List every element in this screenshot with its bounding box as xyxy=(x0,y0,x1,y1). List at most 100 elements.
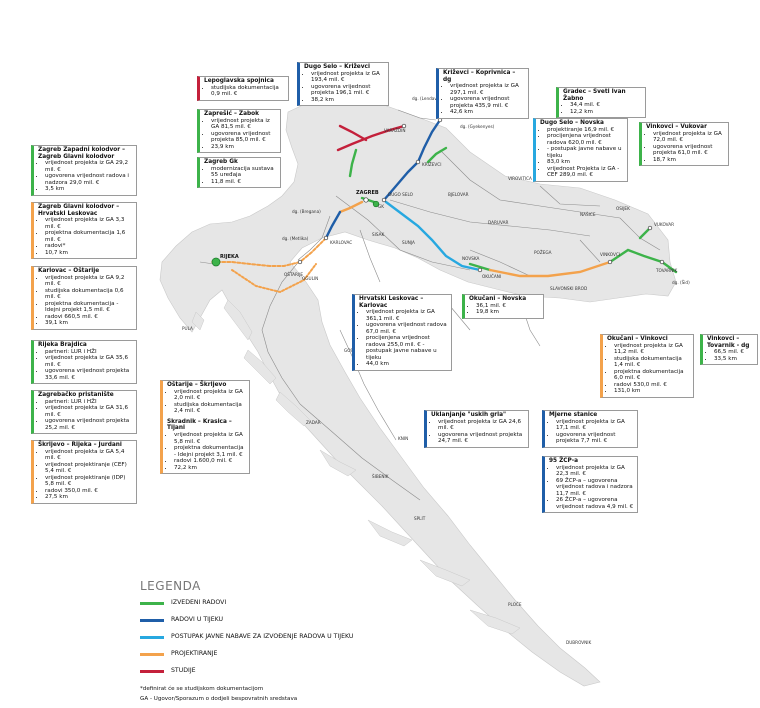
box-gradec: Gradec – Sveti Ivan Žabno 34,4 mil. € 12… xyxy=(556,87,646,119)
box-item: 131,0 km xyxy=(614,388,690,394)
box-item: ugovorena vrijednost projekta 24,7 mil. … xyxy=(438,432,525,445)
box-item: modernizacija sustava 55 uređaja xyxy=(211,166,277,179)
legend-swatch xyxy=(140,636,164,639)
label-okucani: OKUČANI xyxy=(482,274,501,279)
box-item: vrijednost projekta iz GA 3,3 mil. € xyxy=(45,217,133,230)
legend-label: PROJEKTIRANJE xyxy=(171,650,218,657)
legend-label: RADOVI U TIJEKU xyxy=(171,616,224,623)
line-skrljevo-rijeka-jurdani xyxy=(211,261,271,267)
label-varazdin: VARAŽDIN xyxy=(384,128,406,133)
box-item: vrijednost projekta iz GA 17,1 mil. € xyxy=(556,419,634,432)
box-item: studijska dokumentacija 2,4 mil. € xyxy=(174,402,246,415)
label-zadar: ZADAR xyxy=(306,420,321,425)
box-item: ugovorena vrijednost radova 67,0 mil. € xyxy=(366,322,448,335)
label-nasice: NAŠICE xyxy=(580,212,596,217)
line-karlovac-ostarije xyxy=(299,237,327,263)
label-bjelovar: BJELOVAR xyxy=(448,192,469,197)
line-dugo-selo-krizevci xyxy=(382,160,420,202)
box-rijeka-brajdica: Rijeka Brajdica partneri: LUR i HŽI vrij… xyxy=(31,340,137,385)
box-item: studijska dokumentacija 0,6 mil. € xyxy=(45,288,133,301)
box-item: vrijednost projekta iz GA 361,1 mil. € xyxy=(366,309,448,322)
box-item: ugovorena vrijednost projekta 196,1 mil.… xyxy=(311,84,385,97)
box-item: 33,5 km xyxy=(714,356,754,362)
box-item: projektna dokumentacija 1,6 mil. € xyxy=(45,230,133,243)
legend-row-in-progress: RADOVI U TIJEKU xyxy=(140,614,460,626)
box-item: vrijednost projekta iz GA 297,1 mil. € xyxy=(450,83,525,96)
box-item: 38,2 km xyxy=(311,97,385,103)
label-osijek: OSIJEK xyxy=(616,206,630,211)
box-item: 69 ŽCP-a – ugovorena vrijednost radova i… xyxy=(556,478,634,497)
box-dugo-selo-krizevci: Dugo Selo – Križevci vrijednost projekta… xyxy=(297,62,389,107)
islands xyxy=(191,299,521,635)
box-item: vrijednost projekta iz GA 9,2 mil. € xyxy=(45,275,133,288)
box-item: 27,5 km xyxy=(45,494,133,500)
label-vinkovci: VINKOVCI xyxy=(600,252,620,257)
box-okucani-vinkovci: Okučani – Vinkovci vrijednost projekta i… xyxy=(600,334,694,398)
box-item: vrijednost projekta iz GA 5,8 mil. € xyxy=(174,432,246,445)
label-split: SPLIT xyxy=(414,516,426,521)
box-item: 18,7 km xyxy=(653,157,725,163)
label-novska: NOVSKA xyxy=(462,256,480,261)
box-item: 39,1 km xyxy=(45,320,133,326)
line-ostarije-skrljevo xyxy=(269,261,301,267)
label-vukovar: VUKOVAR xyxy=(654,222,674,227)
box-title: Vinkovci – Vukovar xyxy=(646,124,707,130)
box-zagreb-leskovac: Zagreb Glavni kolodvor – Hrvatski Leskov… xyxy=(31,202,137,260)
box-zcp: 95 ŽCP-a vrijednost projekta iz GA 22,3 … xyxy=(542,456,638,514)
label-sunja: SUNJA xyxy=(402,240,415,245)
box-item: ugovorena vrijednost projekta 25,2 mil. … xyxy=(45,418,133,431)
box-zagrebacko-pristaniste: Zagrebačko pristanište partneri: LUR i H… xyxy=(31,390,137,435)
line-okucani-novska xyxy=(468,262,492,272)
box-title: Hrvatski Leskovac – Karlovac xyxy=(359,296,424,309)
box-skrljevo-rijeka-jurdani: Škrljevo – Rijeka – Jurdani vrijednost p… xyxy=(31,440,137,504)
box-item: 36,1 mil. € xyxy=(476,303,540,309)
box-item: projektna dokumentacija - Idejni projekt… xyxy=(174,445,246,458)
label-daruvar: DARUVAR xyxy=(488,220,508,225)
legend-label: STUDIJE xyxy=(171,667,196,674)
box-title: Okučani – Vinkovci xyxy=(607,336,668,342)
legend-row-design: PROJEKTIRANJE xyxy=(140,648,460,660)
box-item: procijenjena vrijednost radova 620,0 mil… xyxy=(547,133,624,146)
box-item: vrijednost projekta iz GA 193,4 mil. € xyxy=(311,71,385,84)
legend-swatch xyxy=(140,653,164,656)
line-lepoglavska xyxy=(338,124,368,142)
label-tovarnik: TOVARNIK xyxy=(655,268,678,273)
box-title: Karlovac – Oštarije xyxy=(38,268,100,274)
line-krapina-varazdin xyxy=(336,124,406,152)
box-item: vrijednost projekta iz GA 81,5 mil. € xyxy=(211,118,277,131)
legend-swatch xyxy=(140,619,164,622)
box-item: 83,0 km xyxy=(547,159,624,165)
box-title: Zagreb Glavni kolodvor – Hrvatski Leskov… xyxy=(38,204,120,217)
box-title: 95 ŽCP-a xyxy=(549,458,579,464)
box-title: Križevci – Koprivnica – dg xyxy=(443,70,516,83)
box-mjerne-stanice: Mjerne stanice vrijednost projekta iz GA… xyxy=(542,410,638,448)
box-item: radovi 660,5 mil. € xyxy=(45,314,133,320)
box-title: Gradec – Sveti Ivan Žabno xyxy=(563,89,626,102)
box-item: - postupak javne nabave u tijeku xyxy=(547,146,624,159)
label-dubrovnik: DUBROVNIK xyxy=(566,640,592,645)
box-title: Zaprešić – Zabok xyxy=(204,111,259,117)
box-item: 26 ŽCP-a – ugovorena vrijednost radova 4… xyxy=(556,497,634,510)
line-skradnik xyxy=(231,263,317,294)
label-pozega: POŽEGA xyxy=(534,250,552,255)
box-item: 3,5 km xyxy=(45,186,133,192)
box-item: 66,5 mil. € xyxy=(714,349,754,355)
line-zapresic-zabok xyxy=(348,148,358,178)
box-item: ugovorena vrijednost projekta 435,9 mil.… xyxy=(450,96,525,109)
box-item: projektiranje 16,9 mil. € xyxy=(547,127,624,133)
label-sibenik: ŠIBENIK xyxy=(372,474,389,479)
line-okucani-vinkovci xyxy=(488,260,612,278)
box-item: 12,2 km xyxy=(570,109,642,115)
line-gradec xyxy=(426,146,448,164)
box-title: Zagrebačko pristanište xyxy=(38,392,114,398)
legend-note-1: *definirat će se studijskom dokumentacij… xyxy=(140,686,264,692)
line-krizevci-koprivnica xyxy=(416,118,442,164)
box-item: studijska dokumentacija 1,4 mil. € xyxy=(614,356,690,369)
box-item: vrijednost projekta iz GA 22,3 mil. € xyxy=(556,465,634,478)
label-krizevci: KRIŽEVCI xyxy=(422,162,441,167)
box-item: ugovorena vrijednost projekta 7,7 mil. € xyxy=(556,432,634,445)
box-item: projektna dokumentacija - Idejni projekt… xyxy=(45,301,133,314)
legend-label: POSTUPAK JAVNE NABAVE ZA IZVOĐENJE RADOV… xyxy=(171,633,354,640)
box-title: Zagreb Gk xyxy=(204,159,238,165)
